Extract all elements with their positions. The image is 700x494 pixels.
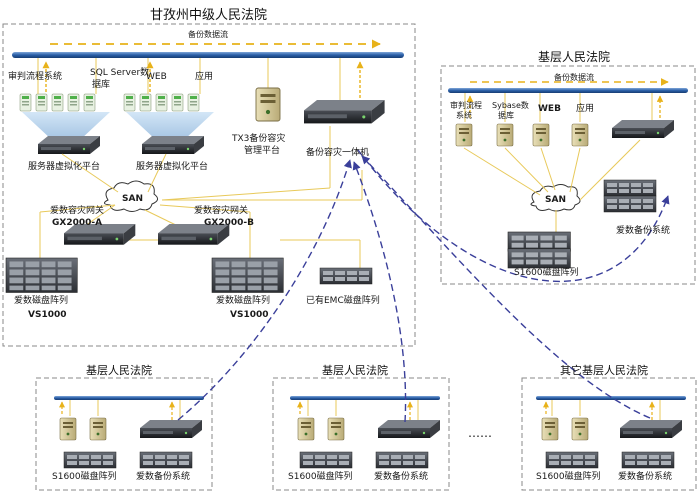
right-backup-label: 爱数备份系统 bbox=[616, 226, 671, 236]
main-site-frame bbox=[2, 23, 416, 347]
main-flow-label: 备份数据流 bbox=[188, 30, 228, 39]
vm-servers-group-2 bbox=[123, 93, 200, 112]
right-array-label: S1600磁盘阵列 bbox=[514, 268, 579, 278]
virt-platform-label-2: 服务器虚拟化平台 bbox=[136, 162, 209, 172]
ellipsis: …… bbox=[468, 426, 492, 440]
main-san-label: SAN bbox=[122, 194, 143, 204]
storage-array-vs1000-a bbox=[5, 257, 78, 294]
tx3-label-line2: 管理平台 bbox=[244, 146, 281, 156]
replication-link-right-site bbox=[357, 149, 670, 282]
bottom-site-2 bbox=[272, 377, 450, 491]
bottom-site-3 bbox=[521, 377, 697, 491]
virtualization-funnel-2 bbox=[126, 112, 214, 140]
backup-appliance-icon bbox=[304, 100, 385, 124]
right-backup-appliance-icon bbox=[612, 120, 674, 138]
array-a-label-line2: VS1000 bbox=[28, 310, 67, 320]
app-label-trial-system: 审判流程系统 bbox=[8, 72, 63, 82]
gateway-b-label-line1: 爱数容灾网关 bbox=[194, 206, 249, 216]
tx3-server-icon bbox=[255, 87, 281, 122]
right-app-label-2b: 据库 bbox=[498, 111, 514, 120]
gateway-a-label-line2: GX2000-A bbox=[52, 218, 103, 228]
bottom-site-2-backup-label: 爱数备份系统 bbox=[374, 472, 429, 482]
right-app-label-1a: 审判流程 bbox=[450, 101, 482, 110]
array-b-label-line2: VS1000 bbox=[230, 310, 269, 320]
right-site-frame bbox=[440, 65, 696, 285]
right-s1600-array bbox=[507, 231, 572, 269]
right-backup-storage-icon bbox=[603, 179, 657, 213]
bottom-site-3-backup-label: 爱数备份系统 bbox=[618, 472, 673, 482]
gateway-b-label-line2: GX2000-B bbox=[204, 218, 254, 228]
bottom-site-1-array-label: S1600磁盘阵列 bbox=[52, 472, 117, 482]
virtualization-host-2 bbox=[142, 136, 204, 154]
vm-servers-group-1 bbox=[19, 93, 96, 112]
right-app-label-web: WEB bbox=[538, 104, 561, 114]
tx3-label-line1: TX3备份容灾 bbox=[232, 134, 286, 144]
main-network-bus bbox=[12, 52, 404, 58]
replication-link-bottom-3 bbox=[361, 155, 651, 419]
right-san-cloud bbox=[530, 184, 581, 212]
virtualization-funnel-1 bbox=[22, 112, 110, 140]
right-app-label-1b: 系统 bbox=[456, 111, 472, 120]
main-site-title: 甘孜州中级人民法院 bbox=[150, 8, 268, 23]
storage-array-vs1000-b bbox=[211, 257, 284, 294]
virtualization-host-1 bbox=[38, 136, 100, 154]
bottom-site-1 bbox=[35, 377, 213, 491]
right-app-servers bbox=[455, 123, 589, 147]
virt-platform-label-1: 服务器虚拟化平台 bbox=[28, 162, 101, 172]
app-label-web: WEB bbox=[146, 72, 167, 82]
bottom-site-2-title: 基层人民法院 bbox=[322, 364, 388, 377]
app-label-sql-server: SQL Server数 bbox=[90, 68, 150, 78]
bottom-site-3-title: 其它基层人民法院 bbox=[560, 364, 648, 377]
replication-link-bottom-2 bbox=[352, 161, 407, 423]
bottom-site-1-backup-label: 爱数备份系统 bbox=[136, 472, 191, 482]
replication-link-bottom-1 bbox=[177, 159, 352, 421]
main-san-cloud bbox=[104, 180, 158, 212]
emc-storage-array bbox=[319, 267, 373, 285]
emc-array-label: 已有EMC磁盘阵列 bbox=[306, 296, 380, 306]
app-label-sql-server-2: 据库 bbox=[92, 80, 111, 90]
right-san-label: SAN bbox=[545, 195, 566, 205]
gateway-a-label-line1: 爱数容灾网关 bbox=[50, 206, 105, 216]
bottom-site-2-array-label: S1600磁盘阵列 bbox=[288, 472, 353, 482]
bottom-site-1-title: 基层人民法院 bbox=[86, 364, 152, 377]
right-app-label-app: 应用 bbox=[576, 104, 595, 114]
right-flow-label: 备份数据流 bbox=[554, 73, 594, 82]
array-b-label-line1: 爱数磁盘阵列 bbox=[216, 296, 271, 306]
right-site-title: 基层人民法院 bbox=[538, 50, 611, 64]
app-label-app: 应用 bbox=[195, 72, 214, 82]
array-a-label-line1: 爱数磁盘阵列 bbox=[14, 296, 69, 306]
right-app-label-2a: Sybase数 bbox=[492, 101, 529, 110]
right-network-bus bbox=[448, 88, 688, 93]
bottom-site-3-array-label: S1600磁盘阵列 bbox=[536, 472, 601, 482]
backup-appliance-label: 备份容灾一体机 bbox=[306, 148, 370, 158]
